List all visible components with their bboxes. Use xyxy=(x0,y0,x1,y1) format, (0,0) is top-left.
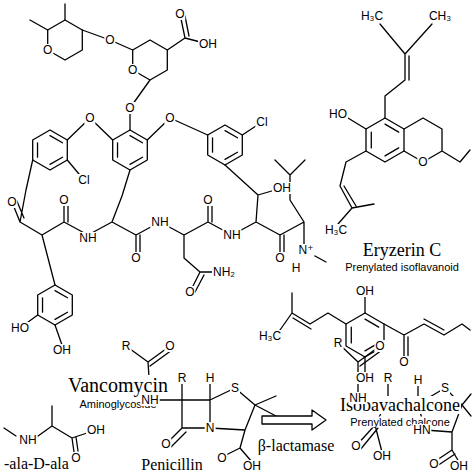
atom-label: O xyxy=(164,340,175,352)
atom-label: Cl xyxy=(77,174,90,186)
atom-label: S xyxy=(440,382,450,394)
bond-lines xyxy=(126,346,276,462)
atom-label: O xyxy=(164,112,175,124)
atom-label: O xyxy=(398,356,409,368)
double-bond xyxy=(50,136,62,143)
atom-label: HN xyxy=(412,424,431,436)
atom-label: O xyxy=(374,340,385,352)
atom-label: HO xyxy=(328,108,348,120)
double-bond xyxy=(42,298,43,312)
atom-label: O xyxy=(428,458,439,470)
atom-label: O xyxy=(6,196,17,208)
atom-label: OH xyxy=(355,372,375,384)
atom-label: OH xyxy=(86,424,106,436)
atom-label: O xyxy=(184,286,195,298)
atom-label: O xyxy=(58,194,69,206)
double-bond xyxy=(130,157,142,164)
atom-label: NH xyxy=(140,394,159,406)
atom-label: O xyxy=(350,440,361,452)
atom-label: NH xyxy=(150,216,169,228)
double-bond xyxy=(385,148,399,156)
bond-lines xyxy=(4,406,90,452)
compound-name: Eryzerin C xyxy=(362,241,442,259)
atom-label: O xyxy=(202,194,213,206)
atom-label: S xyxy=(230,382,240,394)
atom-label: O xyxy=(160,438,171,450)
double-bond xyxy=(117,143,118,157)
double-bond xyxy=(225,152,237,159)
atom-label: CH₃ xyxy=(428,10,452,22)
double-bond xyxy=(365,319,379,327)
atom-label: R xyxy=(383,372,394,384)
double-bond xyxy=(385,124,399,132)
benzene-ring xyxy=(113,130,148,170)
atom-label: O xyxy=(127,64,138,76)
double-bonds xyxy=(38,124,399,351)
atom-label: OH xyxy=(355,285,375,297)
atom-label: O xyxy=(124,102,135,114)
benzene-ring xyxy=(208,125,243,165)
atom-label: R xyxy=(121,340,132,352)
atom-label: R xyxy=(177,372,188,384)
compound-name: -ala-D-ala xyxy=(3,456,70,472)
double-bond xyxy=(55,312,67,319)
atom-label: H₃C xyxy=(258,330,282,342)
atom-label: N⁺ xyxy=(298,244,315,256)
benzene-ring xyxy=(38,285,73,325)
class-caption: Prenylated isoflavanoid xyxy=(344,262,460,273)
compound-name: Vancomycin xyxy=(67,375,169,395)
atom-label: NH xyxy=(78,232,97,244)
reaction-arrow xyxy=(262,410,326,430)
atom-label: NH₂ xyxy=(212,266,236,278)
atom-label: NH xyxy=(18,434,37,446)
atom-label: NH xyxy=(348,392,367,404)
double-bond xyxy=(225,131,237,138)
atom-label: O xyxy=(70,452,81,464)
atom-label: H xyxy=(291,262,302,274)
atom-label: O xyxy=(130,252,141,264)
double-bond xyxy=(371,132,372,148)
double-bond xyxy=(37,143,38,157)
atom-label: OH xyxy=(449,460,469,472)
benzene-ring xyxy=(33,130,68,170)
atom-label: N xyxy=(205,422,216,434)
class-caption: Prenylated chalcone xyxy=(349,417,451,428)
atom-label: O xyxy=(274,252,285,264)
atom-label: OH xyxy=(272,182,292,194)
atom-label: OH xyxy=(242,460,262,472)
atom-label: H₃C xyxy=(360,10,384,22)
atom-label: NH xyxy=(222,229,241,241)
atom-label: HO xyxy=(10,322,30,334)
atom-label: OH xyxy=(52,344,72,356)
double-bond xyxy=(212,138,213,152)
atom-label: O xyxy=(216,452,227,464)
bond-lines xyxy=(12,4,326,345)
double-bond xyxy=(50,157,62,164)
atom-label: Cl xyxy=(255,116,268,128)
atom-label: H₃C xyxy=(324,224,348,236)
compound-name: Penicillin xyxy=(140,457,203,473)
atom-label: O xyxy=(174,8,185,20)
atom-label: H xyxy=(413,374,424,386)
atom-label: OH xyxy=(198,38,218,50)
atom-label: OH xyxy=(372,450,392,462)
benzene-ring xyxy=(366,118,404,162)
atom-label: R xyxy=(333,337,344,349)
atom-label: H xyxy=(205,372,216,384)
double-bond xyxy=(351,327,352,343)
double-bond xyxy=(130,136,142,143)
atom-label: O xyxy=(84,112,95,124)
atom-label: O xyxy=(104,34,115,46)
atom-label: O xyxy=(417,156,428,168)
compound-name: β-lactamase xyxy=(257,438,336,454)
bond-lines xyxy=(280,293,470,372)
bond-lines xyxy=(338,343,471,466)
atom-label: O xyxy=(42,44,53,56)
double-bond xyxy=(55,291,67,298)
bond-lines xyxy=(338,24,470,224)
